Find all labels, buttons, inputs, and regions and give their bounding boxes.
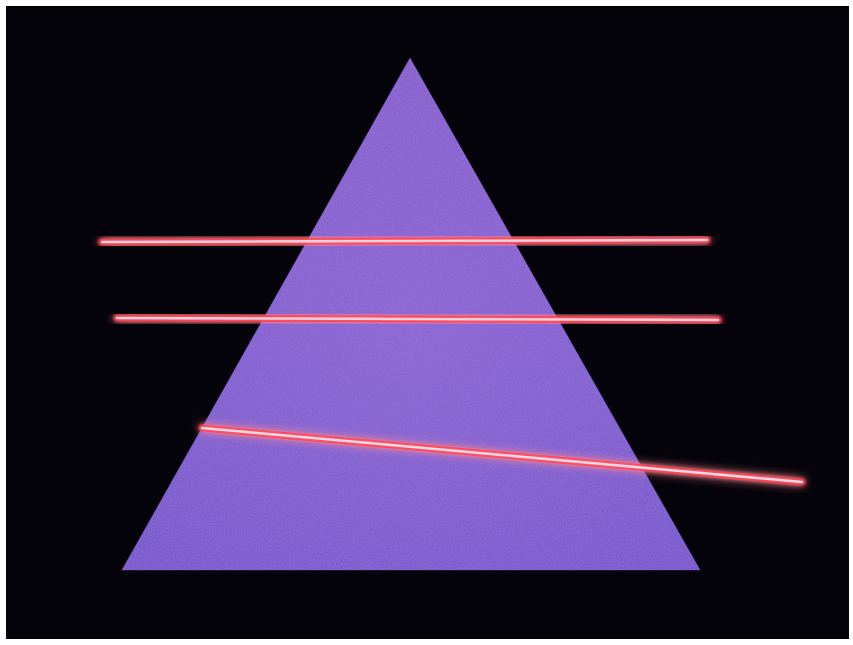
middle-beam <box>117 318 718 320</box>
upper-beam <box>102 240 707 242</box>
